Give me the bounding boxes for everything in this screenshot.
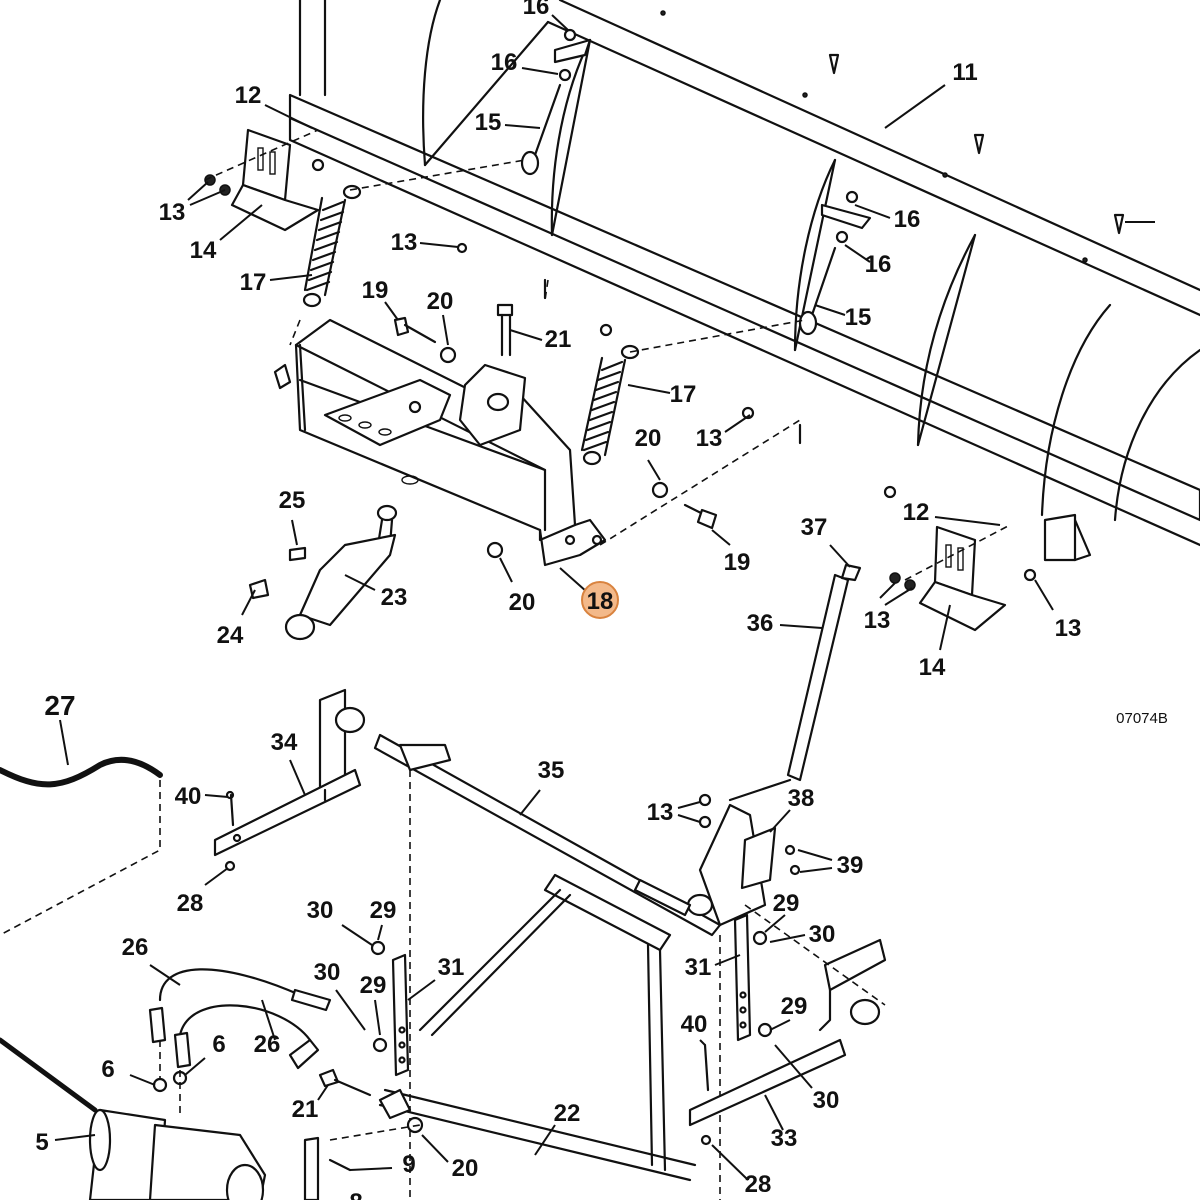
callout-16: 16 <box>894 206 921 233</box>
callout-12: 12 <box>235 82 262 109</box>
callout-6: 6 <box>212 1031 225 1058</box>
callout-35: 35 <box>538 757 565 784</box>
pump-motor <box>0 968 332 1200</box>
callout-30: 30 <box>809 921 836 948</box>
hydraulic-cylinder <box>248 504 398 641</box>
assembly-lines-upper <box>204 129 1011 581</box>
callout-21: 21 <box>545 326 572 353</box>
callout-11: 11 <box>952 59 977 86</box>
callout-31: 31 <box>438 954 465 981</box>
callout-29: 29 <box>781 993 808 1020</box>
callout-38: 38 <box>788 785 815 812</box>
callout-20: 20 <box>509 589 536 616</box>
trip-spring-bracket-lower <box>798 190 872 336</box>
callout-26: 26 <box>254 1031 281 1058</box>
extension-spring-right <box>580 344 640 466</box>
callout-30: 30 <box>307 897 334 924</box>
callout-19: 19 <box>362 277 389 304</box>
callout-13: 13 <box>159 199 186 226</box>
callout-33: 33 <box>771 1125 798 1152</box>
callout-6: 6 <box>101 1056 114 1083</box>
callout-14: 14 <box>190 237 217 264</box>
a-frame <box>273 318 607 567</box>
callout-23: 23 <box>381 584 408 611</box>
callout-12: 12 <box>903 499 930 526</box>
callout-17: 17 <box>670 381 697 408</box>
lift-frame <box>378 873 697 1182</box>
pins-bolts-lower <box>225 790 801 1200</box>
callout-13: 13 <box>391 229 418 256</box>
callout-13: 13 <box>647 799 674 826</box>
callout-36: 36 <box>747 610 774 637</box>
highlight-circle <box>581 581 619 619</box>
blade-top-bolts <box>660 10 1125 263</box>
callout-20: 20 <box>427 288 454 315</box>
callout-40: 40 <box>175 783 202 810</box>
adjust-link-right <box>733 913 752 1042</box>
trip-spring-bracket-upper <box>520 28 592 176</box>
callout-15: 15 <box>475 109 502 136</box>
callout-21: 21 <box>292 1096 319 1123</box>
leader-lines <box>54 14 1155 1181</box>
callout-40: 40 <box>681 1011 708 1038</box>
callout-30: 30 <box>813 1087 840 1114</box>
callout-13: 13 <box>696 425 723 452</box>
callout-37: 37 <box>801 514 828 541</box>
callout-20: 20 <box>635 425 662 452</box>
callout-16: 16 <box>491 49 518 76</box>
callout-22: 22 <box>554 1100 581 1127</box>
skid-shoe-left <box>230 128 320 232</box>
callout-30: 30 <box>314 959 341 986</box>
callout-39: 39 <box>837 852 864 879</box>
callout-31: 31 <box>685 954 712 981</box>
callout-5: 5 <box>35 1129 48 1156</box>
callout-17: 17 <box>240 269 267 296</box>
callout-13: 13 <box>864 607 891 634</box>
callout-20: 20 <box>452 1155 479 1182</box>
callout-29: 29 <box>773 890 800 917</box>
highlighted-callout-18[interactable]: 18 <box>581 581 619 619</box>
callout-14: 14 <box>919 654 946 681</box>
drawing-code: 07074B <box>1116 710 1168 727</box>
callout-16: 16 <box>523 0 550 20</box>
skid-shoe-right <box>918 525 1007 632</box>
callout-13: 13 <box>1055 615 1082 642</box>
callout-28: 28 <box>177 890 204 917</box>
adjust-link-left <box>391 953 410 1077</box>
callout-15: 15 <box>845 304 872 331</box>
lift-quadrant <box>688 904 887 1146</box>
lift-lever-handle <box>728 563 862 802</box>
callout-28: 28 <box>745 1171 772 1198</box>
hydraulic-hose <box>0 756 163 936</box>
callout-8: 8 <box>349 1189 362 1200</box>
frame-mount-left <box>213 688 366 872</box>
callout-25: 25 <box>279 487 306 514</box>
callout-labels: 16 16 15 11 12 13 14 13 17 19 20 21 16 1… <box>35 0 1168 1200</box>
callout-27: 27 <box>44 690 75 721</box>
callout-19: 19 <box>724 549 751 576</box>
callout-26: 26 <box>122 934 149 961</box>
callout-16: 16 <box>865 251 892 278</box>
blade-assembly <box>288 0 1200 562</box>
callout-24: 24 <box>217 622 244 649</box>
callout-29: 29 <box>370 897 397 924</box>
callout-34: 34 <box>271 729 298 756</box>
pivot-bolts-upper <box>393 303 718 559</box>
callout-9: 9 <box>402 1151 415 1178</box>
callout-29: 29 <box>360 972 387 999</box>
callout-18: 18 <box>587 588 614 615</box>
cross-shaft <box>373 733 722 1200</box>
extension-spring-left <box>302 184 362 308</box>
lever-bracket <box>633 803 777 927</box>
